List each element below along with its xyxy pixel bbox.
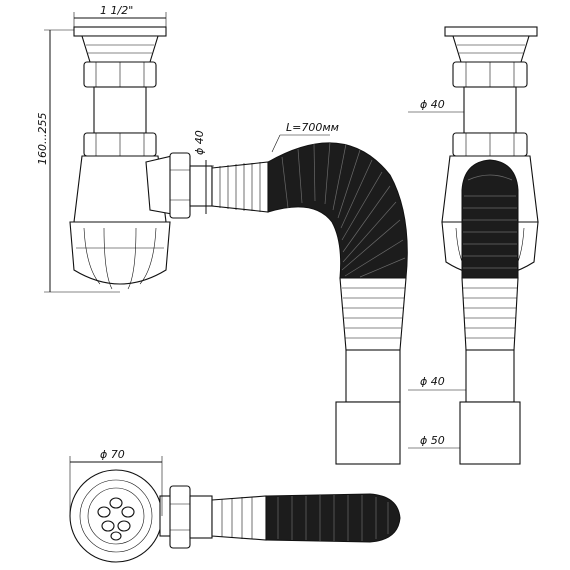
inlet-flange (73, 26, 167, 37)
outlet-collar (189, 165, 213, 207)
top-flange (69, 469, 163, 563)
outlet-nut (169, 152, 191, 219)
outlet-pipe-front (335, 277, 407, 465)
outlet-junction (145, 155, 173, 215)
bottom-cup (69, 221, 171, 285)
front-view-siphon (69, 26, 213, 290)
corrugated-section-horizontal (211, 161, 269, 213)
height-range-label: 160...255 (36, 113, 49, 165)
inlet-cup (81, 35, 159, 63)
flexible-hose (267, 141, 408, 279)
bottom-diameter-label: ϕ 70 (100, 448, 125, 461)
side-diameter-lower-label: ϕ 40 (420, 375, 445, 388)
outlet-diameter-label: ϕ 40 (193, 130, 206, 155)
top-view-siphon (69, 469, 401, 563)
hose-length-label: L=700мм (286, 121, 339, 134)
top-view-dimensions: ϕ 70 (69, 448, 163, 516)
front-dimensions: 1 1/2" 160...255 ϕ 40 L=700мм (36, 4, 339, 293)
side-diameter-upper-label: ϕ 40 (420, 98, 445, 111)
side-dimensions: ϕ 40 ϕ 40 ϕ 50 (408, 98, 467, 454)
standpipe (93, 86, 147, 134)
side-diameter-pipe-label: ϕ 50 (420, 434, 445, 447)
side-view-siphon (441, 26, 539, 465)
inlet-size-label: 1 1/2" (100, 4, 133, 17)
